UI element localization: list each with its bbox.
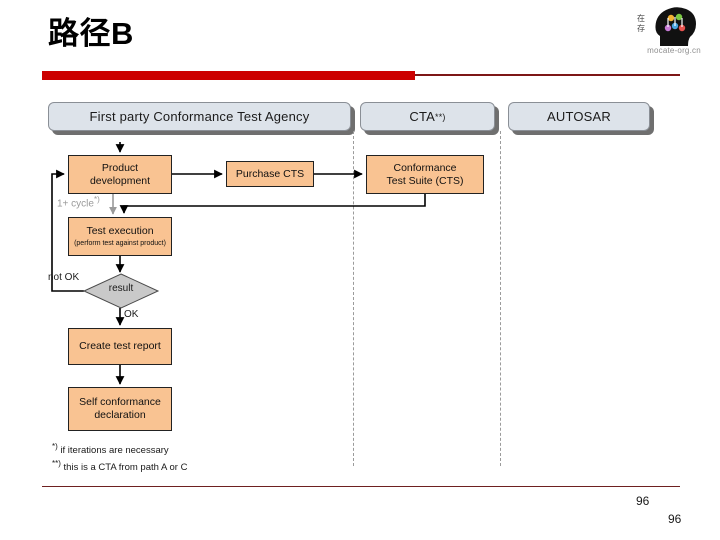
node-self-conformance-declaration-line1: Self conformance [79,396,161,408]
node-self-conformance-declaration-line2: declaration [94,409,146,421]
lane-header-autosar: AUTOSAR [508,102,650,131]
page-title: 路径B [48,16,134,51]
node-test-execution: Test execution (perform test against pro… [68,217,172,256]
lane-header-cta-footnote-marker: **) [435,111,446,122]
footnote-2-text: this is a CTA from path A or C [60,462,188,474]
node-conformance-test-suite: Conformance Test Suite (CTS) [366,155,484,194]
lane-header-first-party: First party Conformance Test Agency [48,102,351,131]
edge-label-one-plus-cycle-marker: *) [93,195,100,204]
node-create-test-report-line1: Create test report [79,340,161,352]
lane-header-cta: CTA **) [360,102,495,131]
page-number-repeat: 96 [668,512,682,526]
node-result-decision-label: result [108,283,134,294]
footnotes: *) if iterations are necessary **) this … [52,440,187,474]
edge-label-not-ok: not OK [48,272,80,283]
node-conformance-test-suite-line2: Test Suite (CTS) [386,174,464,187]
head-silhouette-icon [655,7,696,46]
footnote-item-2: **) this is a CTA from path A or C [52,457,187,474]
node-purchase-cts: Purchase CTS [226,161,314,187]
title-accent-bar [42,71,415,80]
footnote-1-marker: *) [52,442,58,451]
node-test-execution-line2: (perform test against product) [74,240,166,247]
footer-divider [42,486,680,487]
lane-header-cta-label: CTA [409,109,436,124]
lane-divider-first [353,131,354,466]
node-test-execution-line1: Test execution [86,225,154,237]
lane-divider-second [500,131,501,466]
footnote-2-marker: **) [52,459,61,469]
logo: 在存 mocate-org.cn [632,4,716,62]
logo-url-text: mocate-org.cn [647,46,701,55]
node-product-development-line1: Product [101,161,139,174]
node-purchase-cts-line1: Purchase CTS [235,167,305,180]
edge-label-one-plus-cycle-text: 1+ cycle [57,198,94,210]
edge-label-ok: OK [124,309,139,320]
node-conformance-test-suite-line1: Conformance [393,161,457,174]
footnote-item-1: *) if iterations are necessary [52,440,187,457]
node-create-test-report: Create test report [68,328,172,365]
lane-header-autosar-label: AUTOSAR [546,109,611,124]
edge-label-one-plus-cycle: 1+ cycle*) [57,195,100,209]
page-number: 96 [636,494,650,508]
node-product-development: Product development [68,155,172,194]
node-self-conformance-declaration: Self conformance declaration [68,387,172,431]
footnote-1-text: if iterations are necessary [57,445,169,457]
title-accent-line [415,74,680,76]
lane-header-first-party-label: First party Conformance Test Agency [89,109,310,124]
node-product-development-line2: development [89,174,151,187]
logo-vertical-text: 在存 [637,14,645,33]
